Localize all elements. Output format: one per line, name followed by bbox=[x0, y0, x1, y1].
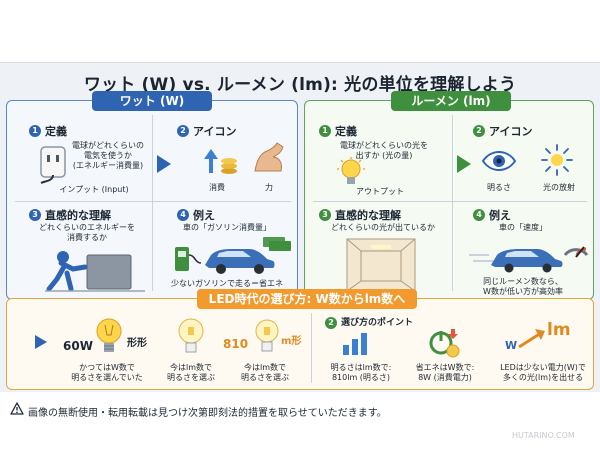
led-caption-1-line-2: 明るさを選んでいた bbox=[71, 373, 143, 382]
lumen-example-desc: 車の「速度」 bbox=[499, 223, 547, 232]
led-bulb-icon bbox=[178, 318, 204, 353]
bulb-810-suffix: m形 bbox=[281, 336, 302, 347]
incandescent-bulb-icon bbox=[96, 318, 122, 352]
lumen-example-caption-line-1: 同じルーメン数なら、 bbox=[483, 277, 563, 286]
led-arrow-icon bbox=[35, 335, 47, 349]
watt-example-title: 例え bbox=[193, 209, 215, 222]
watt-definition-title: 定義 bbox=[45, 125, 67, 138]
watt-example-desc: 車の「ガソリン消費量」 bbox=[183, 223, 271, 232]
watt-step-2-badge: 2 bbox=[177, 125, 189, 137]
led-point-3-line-2: 多くの光(lm)を出せる bbox=[502, 373, 584, 382]
bulb-60w-label: 60W bbox=[63, 339, 93, 353]
watt-intuitive-title: 直感的な理解 bbox=[45, 209, 111, 222]
efficiency-arrow-icon bbox=[518, 329, 545, 349]
watt-icon-label-power: 力 bbox=[265, 183, 273, 192]
watt-divider-horizontal bbox=[15, 201, 291, 202]
lumen-example-caption-line-2: W数が低い方が高効率 bbox=[483, 287, 563, 296]
lumen-step-2-badge: 2 bbox=[473, 125, 485, 137]
watt-step-1-badge: 1 bbox=[29, 125, 41, 137]
watt-icon-label-consumption: 消費 bbox=[209, 183, 225, 192]
lumen-arrow-right-icon bbox=[457, 155, 471, 173]
fast-car-speedometer-icon bbox=[469, 246, 589, 273]
watt-arrow-right-icon bbox=[157, 155, 171, 173]
lumen-panel: ルーメン (lm) 1 定義 電球がどれくらいの光を 出すか (光の量) アウト… bbox=[304, 91, 594, 300]
power-outlet-icon bbox=[40, 146, 66, 184]
eye-icon bbox=[481, 151, 517, 171]
lumen-definition-line-2: 出すか (光の量) bbox=[355, 151, 413, 160]
lumen-icons-title: アイコン bbox=[489, 125, 533, 138]
bulb-60w-suffix: 形形 bbox=[127, 338, 147, 349]
led-divider-vertical bbox=[311, 313, 312, 383]
led-caption-3-line-1: 今はlm数で bbox=[243, 363, 286, 372]
lumen-icon-label-brightness: 明るさ bbox=[487, 183, 511, 192]
lumen-definition-title: 定義 bbox=[335, 125, 357, 138]
watt-definition-line-3: (エネルギー消費量) bbox=[72, 161, 144, 170]
watt-definition-caption: インプット (Input) bbox=[59, 185, 129, 194]
led-point-3-line-1: LEDは少ない電力(W)で bbox=[500, 363, 586, 372]
notice-bar bbox=[0, 392, 600, 450]
lumen-icon-label-radiation: 光の放射 bbox=[543, 183, 575, 192]
bulb-810-label: 810 bbox=[223, 337, 249, 351]
watt-intuitive-line-1: どれくらいのエネルギーを bbox=[39, 223, 135, 232]
led-point-2-line-2: 8W (消費電力) bbox=[418, 373, 472, 382]
site-watermark: HUTARINO.COM bbox=[512, 431, 575, 440]
lumen-header: ルーメン (lm) bbox=[391, 91, 511, 111]
infographic-title: ワット (W) vs. ルーメン (lm): 光の単位を理解しよう bbox=[83, 75, 517, 95]
lumen-step-3-badge: 3 bbox=[319, 209, 331, 221]
energy-consumption-icon bbox=[204, 149, 237, 174]
brightness-gauge-icon bbox=[343, 333, 367, 355]
led-caption-3-line-2: 明るさを選ぶ bbox=[241, 373, 289, 382]
watt-definition-line-1: 電球がどれくらいの bbox=[72, 141, 144, 150]
led-points-title: 選び方のポイント bbox=[341, 318, 414, 328]
led-w-label: W bbox=[505, 339, 518, 352]
lumen-bulb-icon bbox=[255, 319, 279, 352]
lumen-step-1-badge: 1 bbox=[319, 125, 331, 137]
lumen-divider-horizontal bbox=[313, 201, 587, 202]
led-lm-label: lm bbox=[547, 320, 571, 340]
copyright-notice: 画像の無断使用・転用転載は見つけ次第即刻法的措置を取らせていただきます。 bbox=[28, 408, 387, 419]
watt-intuitive-line-2: 消費するか bbox=[67, 233, 107, 242]
lumen-intuitive-title: 直感的な理解 bbox=[335, 209, 401, 222]
lumen-step-4-badge: 4 bbox=[473, 209, 485, 221]
led-panel: LED時代の選び方: W数からlm数へ 60W 形形 かつてはW数で 明るさを選… bbox=[6, 289, 594, 390]
led-caption-2-line-2: 明るさを選ぶ bbox=[167, 373, 215, 382]
watt-step-4-badge: 4 bbox=[177, 209, 189, 221]
watt-divider-vertical bbox=[152, 115, 153, 291]
lumen-example-title: 例え bbox=[489, 209, 511, 222]
light-radiation-icon bbox=[541, 144, 573, 176]
lumen-intuitive-desc: どれくらいの光が出ているか bbox=[331, 223, 435, 232]
lumen-divider-vertical bbox=[452, 115, 453, 291]
led-caption-2-line-1: 今はlm数で bbox=[169, 363, 212, 372]
led-point-2-line-1: 省エネはW数で: bbox=[415, 363, 475, 372]
warning-icon bbox=[10, 402, 24, 415]
watt-definition-line-2: 電気を使うか bbox=[84, 151, 132, 160]
led-point-1-line-2: 810lm (明るさ) bbox=[331, 373, 391, 382]
led-points-badge: 2 bbox=[325, 317, 337, 329]
watt-step-3-badge: 3 bbox=[29, 209, 41, 221]
top-margin bbox=[0, 0, 600, 62]
glowing-bulb-icon bbox=[337, 157, 365, 184]
watt-icons-title: アイコン bbox=[193, 125, 237, 138]
watt-header: ワット (W) bbox=[92, 91, 212, 111]
watt-panel: ワット (W) 1 定義 電球がどれくらいの 電気を使うか (エネルギー消費量)… bbox=[6, 91, 298, 300]
watt-example-caption: 少ないガソリンで走る＝省エネ bbox=[171, 279, 283, 288]
led-header: LED時代の選び方: W数からlm数へ bbox=[197, 289, 417, 309]
lumen-definition-caption: アウトプット bbox=[356, 187, 404, 196]
lumen-definition-line-1: 電球がどれくらいの光を bbox=[340, 141, 428, 150]
energy-saving-icon bbox=[429, 329, 460, 358]
lit-room-icon bbox=[346, 238, 416, 292]
led-caption-1-line-1: かつてはW数で bbox=[79, 363, 135, 372]
led-point-1-line-1: 明るさはlm数で: bbox=[330, 363, 392, 372]
pushing-block-icon bbox=[45, 251, 145, 292]
fuel-efficient-car-icon bbox=[175, 237, 291, 274]
flexed-arm-icon bbox=[254, 142, 284, 172]
